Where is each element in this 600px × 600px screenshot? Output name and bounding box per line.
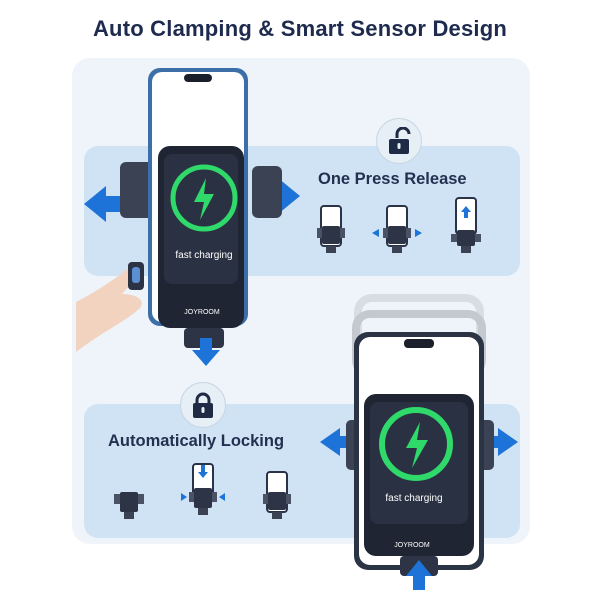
page-title: Auto Clamping & Smart Sensor Design [92, 16, 508, 41]
bottom-charging-label: fast charging [385, 493, 442, 504]
locking-step-clamped [263, 471, 291, 519]
top-charging-label: fast charging [175, 250, 232, 261]
locking-step-inserted [181, 463, 225, 515]
release-step-removed [451, 197, 481, 253]
locking-step-empty [114, 492, 144, 519]
release-step-clamped [317, 205, 345, 253]
locked-padlock-icon [180, 382, 226, 428]
unlocked-padlock-icon [376, 118, 422, 164]
release-step-open [372, 205, 422, 253]
bottom-mount-illustration: fast charging JOYROOM [320, 294, 518, 590]
bottom-brand-label: JOYROOM [394, 542, 430, 549]
locking-caption: Automatically Locking [108, 432, 285, 450]
release-caption: One Press Release [318, 170, 467, 188]
top-mount-illustration: fast charging JOYROOM [76, 68, 300, 366]
top-brand-label: JOYROOM [184, 309, 220, 316]
